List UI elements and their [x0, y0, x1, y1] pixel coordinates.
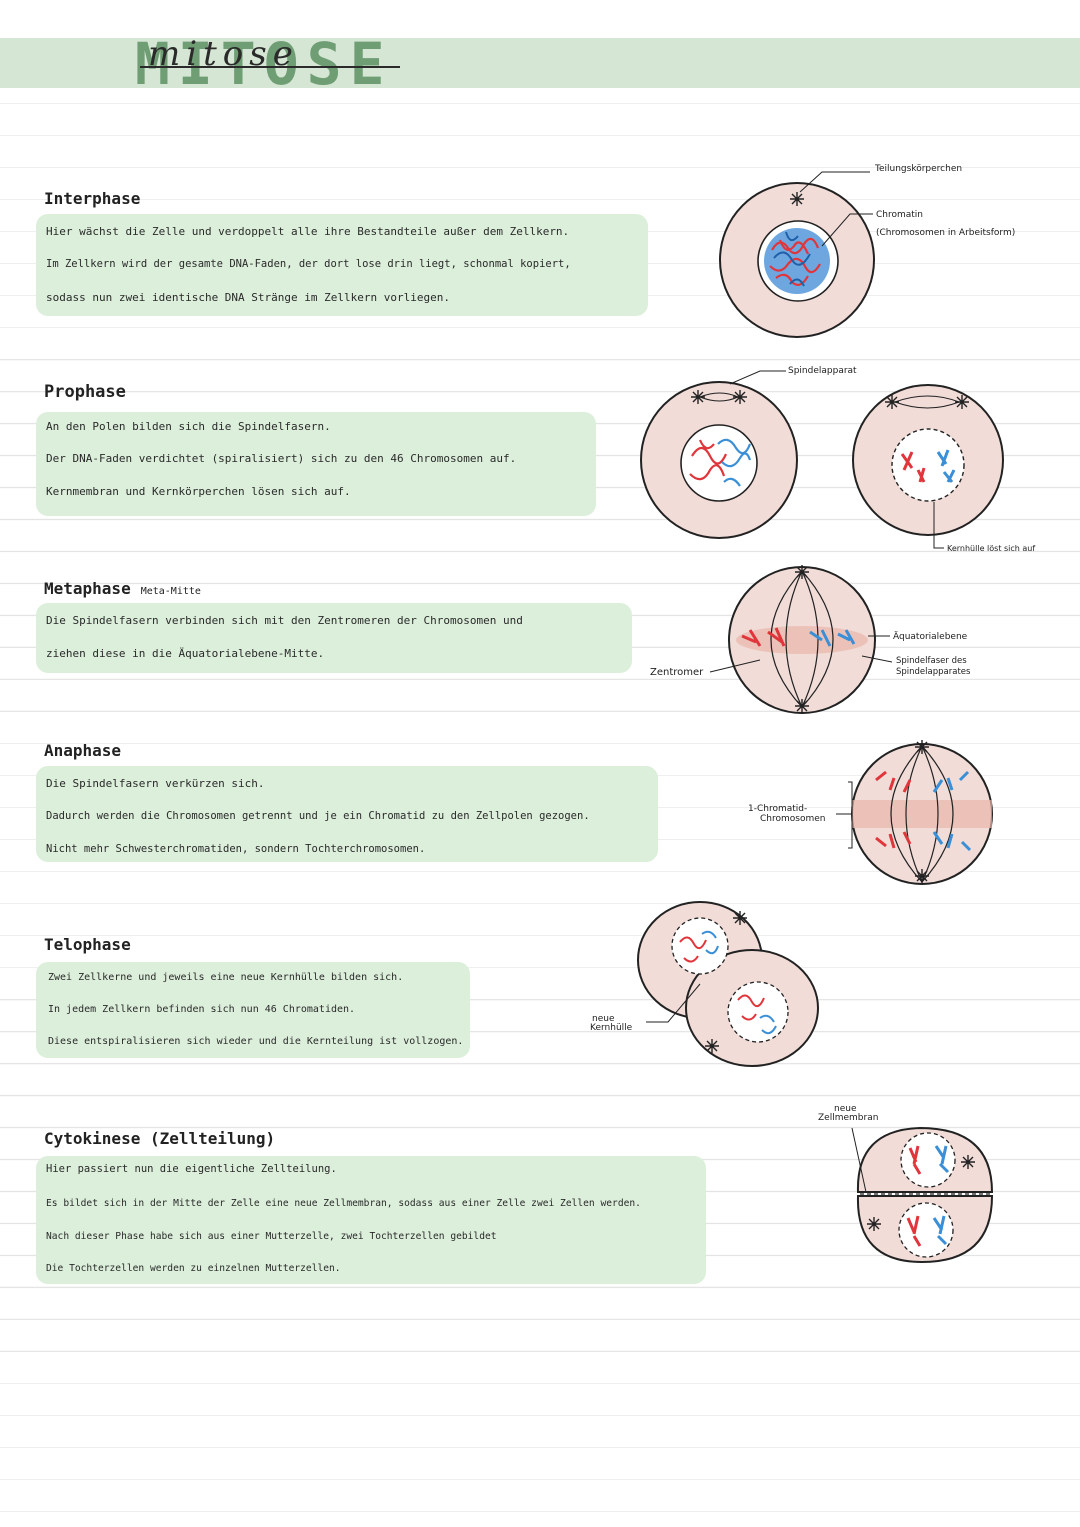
interphase-cell — [720, 172, 874, 337]
label-spindelapparat: Spindelapparat — [788, 366, 857, 376]
label-chromatid-2: Chromosomen — [760, 814, 825, 824]
label-chromatin: Chromatin — [876, 210, 923, 220]
metaphase-cell — [710, 565, 892, 713]
label-teilungskoerperchen: Teilungskörperchen — [875, 164, 962, 174]
label-spindelfaser-1: Spindelfaser des — [896, 656, 967, 666]
label-chromatid-1: 1-Chromatid- — [748, 804, 807, 814]
label-neue-kernhuelle-2: Kernhülle — [590, 1023, 632, 1033]
label-kernhuelle-loest-sich-auf: Kernhülle löst sich auf — [947, 544, 1035, 554]
label-zentromer: Zentromer — [650, 668, 703, 678]
label-chromatin-note: (Chromosomen in Arbeitsform) — [876, 228, 1015, 238]
telophase-cells — [638, 902, 818, 1066]
prophase-cell-2 — [853, 385, 1003, 548]
label-neue-zellmembran-2: Zellmembran — [818, 1113, 878, 1123]
cytokinese-cells — [852, 1128, 992, 1262]
label-aequatorialebene: Äquatorialebene — [893, 632, 967, 642]
anaphase-cell — [836, 740, 992, 884]
prophase-cell-1 — [641, 371, 797, 538]
label-spindelfaser-2: Spindelapparates — [896, 667, 970, 677]
